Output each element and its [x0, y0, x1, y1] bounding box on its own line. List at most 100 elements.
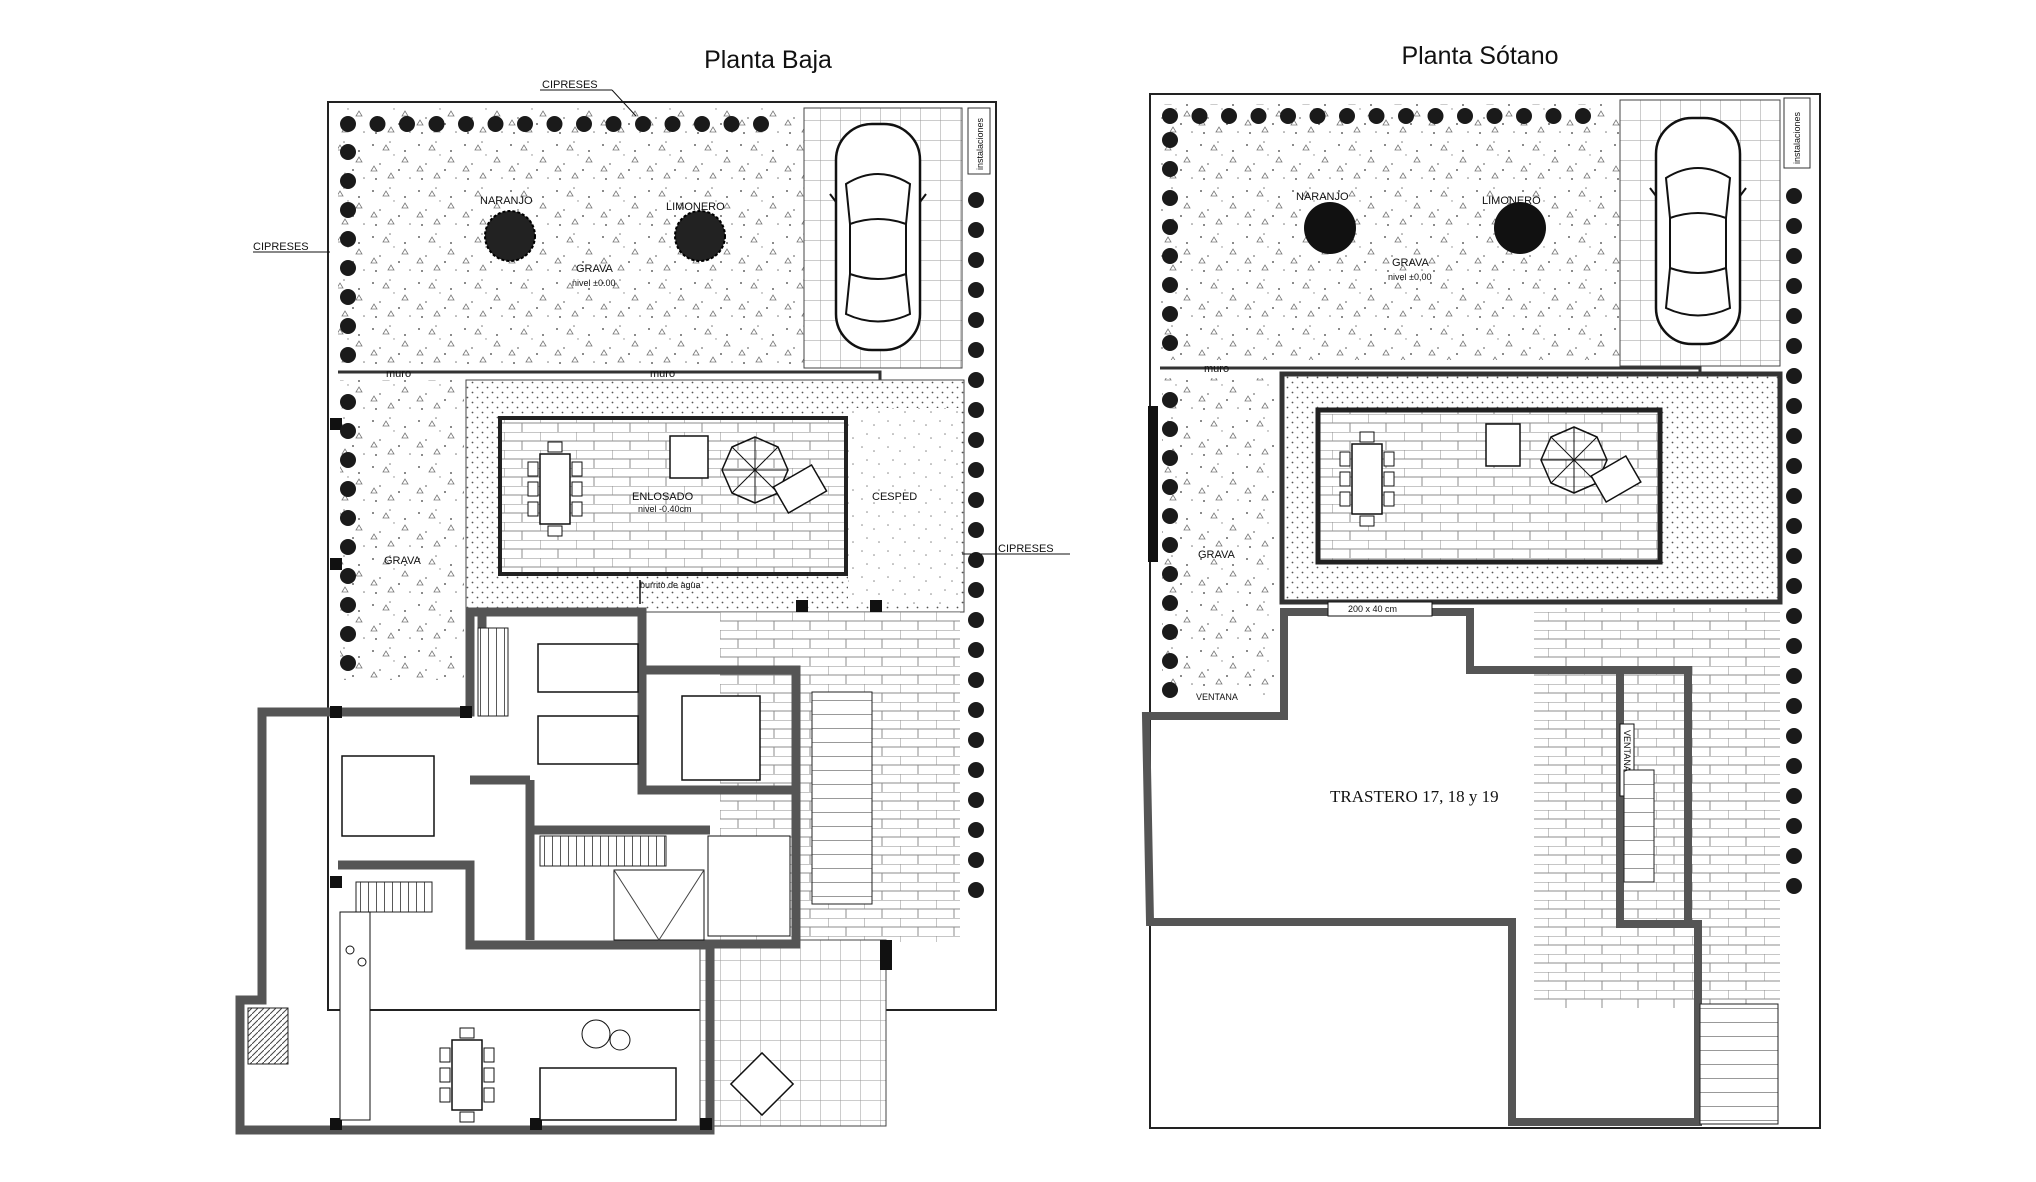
- cypress-tree-icon: [340, 347, 356, 363]
- cypress-tree-icon: [968, 222, 984, 238]
- wardrobe-icon-2: [355, 881, 433, 913]
- cypress-tree-icon: [1162, 624, 1178, 640]
- sotano-side-paving: [1534, 608, 1780, 1008]
- cypress-tree-icon: [1162, 248, 1178, 264]
- planta-baja-title: Planta Baja: [704, 46, 832, 74]
- cypress-tree-icon: [1786, 248, 1802, 264]
- cypress-tree-icon: [1786, 518, 1802, 534]
- cypress-tree-icon: [340, 173, 356, 189]
- cesped-label: CESPED: [872, 491, 917, 503]
- sotano-cypress-trees: [1162, 108, 1802, 894]
- terrace-table-icon: [729, 1051, 795, 1117]
- cypress-tree-icon: [340, 144, 356, 160]
- cypress-tree-icon: [1162, 537, 1178, 553]
- cypress-tree-icon: [1786, 698, 1802, 714]
- gravel-garden-top: [338, 108, 804, 364]
- cypress-tree-icon: [1786, 668, 1802, 684]
- cypress-tree-icon: [694, 116, 710, 132]
- grava-left-label: GRAVA: [384, 555, 422, 567]
- cypress-tree-icon: [340, 116, 356, 132]
- cypress-tree-icon: [1162, 653, 1178, 669]
- cypress-tree-icon: [1786, 788, 1802, 804]
- indoor-dining-table-icon: [439, 1027, 495, 1123]
- cypress-tree-icon: [635, 116, 651, 132]
- cypress-tree-icon: [968, 492, 984, 508]
- sotano-staircase-icon: [1623, 769, 1655, 883]
- trastero-label: TRASTERO 17, 18 y 19: [1330, 787, 1499, 806]
- ventana-size-1: 200 x 40 cm: [1348, 604, 1397, 614]
- naranjo-tree-icon: [484, 210, 536, 262]
- grava-top-label: GRAVA: [576, 263, 614, 275]
- cypress-tree-icon: [1162, 219, 1178, 235]
- cypress-tree-icon: [968, 792, 984, 808]
- cypress-tree-icon: [340, 318, 356, 334]
- sotano-gravel-top: [1160, 104, 1620, 360]
- cypress-tree-icon: [968, 702, 984, 718]
- cypress-tree-icon: [340, 260, 356, 276]
- cypress-tree-icon: [1398, 108, 1414, 124]
- structural-columns: [330, 418, 892, 1130]
- muro-label-2: muro: [650, 368, 675, 380]
- sotano-sun-lounger-icon: [1590, 454, 1642, 504]
- sotano-instalaciones-box: [1783, 97, 1811, 169]
- cypress-tree-icon: [968, 672, 984, 688]
- sotano-gravel-left: [1162, 378, 1274, 696]
- cypress-tree-icon: [517, 116, 533, 132]
- cypress-tree-icon: [340, 202, 356, 218]
- cypress-tree-icon: [1786, 308, 1802, 324]
- cypress-tree-icon: [605, 116, 622, 132]
- sotano-armchair-icon: [1485, 423, 1521, 467]
- cypress-tree-icon: [340, 539, 356, 555]
- cypress-tree-icon: [546, 116, 563, 132]
- cypress-trees: [340, 116, 984, 898]
- naranjo-label: NARANJO: [480, 195, 533, 207]
- cypress-tree-icon: [968, 762, 984, 778]
- cypress-tree-icon: [1786, 728, 1802, 744]
- cypress-tree-icon: [1162, 479, 1178, 495]
- cypress-tree-icon: [1162, 306, 1178, 322]
- ventana-label-2: VENTANA: [1622, 730, 1632, 772]
- cypress-tree-icon: [968, 582, 984, 598]
- cypress-tree-icon: [1162, 277, 1178, 293]
- terrace-tiles: [699, 939, 887, 1127]
- sotano-muro-label: muro: [1204, 363, 1229, 375]
- cypress-tree-icon: [1786, 398, 1802, 414]
- cypress-tree-icon: [1339, 108, 1355, 124]
- cooktop-icon: [345, 945, 355, 955]
- cypress-tree-icon: [1250, 108, 1267, 124]
- ventana-label-1: VENTANA: [1196, 692, 1238, 702]
- cypress-tree-icon: [1545, 108, 1562, 124]
- cypress-tree-icon: [968, 282, 984, 298]
- planta-baja-plan: Planta Baja instalaciones muro muro burr…: [235, 46, 1070, 1135]
- cypress-tree-icon: [1221, 108, 1237, 124]
- cypress-tree-icon: [1516, 108, 1532, 124]
- sotano-grava-left-label: GRAVA: [1198, 549, 1236, 561]
- cipreses-right-label: CIPRESES: [998, 543, 1054, 555]
- cypress-tree-icon: [1786, 818, 1802, 834]
- bathroom-2-fixtures: [707, 835, 791, 937]
- cypress-tree-icon: [340, 423, 356, 439]
- sotano-external-stairs-icon: [1699, 1003, 1779, 1125]
- cypress-tree-icon: [968, 612, 984, 628]
- instalaciones-box: [967, 107, 991, 175]
- cypress-tree-icon: [968, 342, 984, 358]
- nivel-enlosado-label: nivel -0.40cm: [638, 504, 692, 514]
- staircase-icon: [811, 691, 873, 905]
- cypress-tree-icon: [1162, 335, 1178, 351]
- cypress-tree-icon: [1162, 682, 1178, 698]
- cypress-tree-icon: [1162, 595, 1178, 611]
- single-bed-icon-2: [537, 715, 639, 765]
- limonero-tree-icon: [674, 210, 726, 262]
- ventana-box-1: [1327, 601, 1433, 617]
- cypress-tree-icon: [1786, 218, 1802, 234]
- cypress-tree-icon: [340, 289, 356, 305]
- cypress-tree-icon: [1786, 458, 1802, 474]
- cypress-tree-icon: [1162, 108, 1178, 124]
- cypress-tree-icon: [458, 116, 474, 132]
- nivel-top-label: nivel ±0.00: [572, 278, 615, 288]
- car-icon: [828, 122, 928, 352]
- cypress-tree-icon: [1162, 421, 1178, 437]
- cypress-tree-icon: [1786, 878, 1802, 894]
- cypress-tree-icon: [1786, 338, 1802, 354]
